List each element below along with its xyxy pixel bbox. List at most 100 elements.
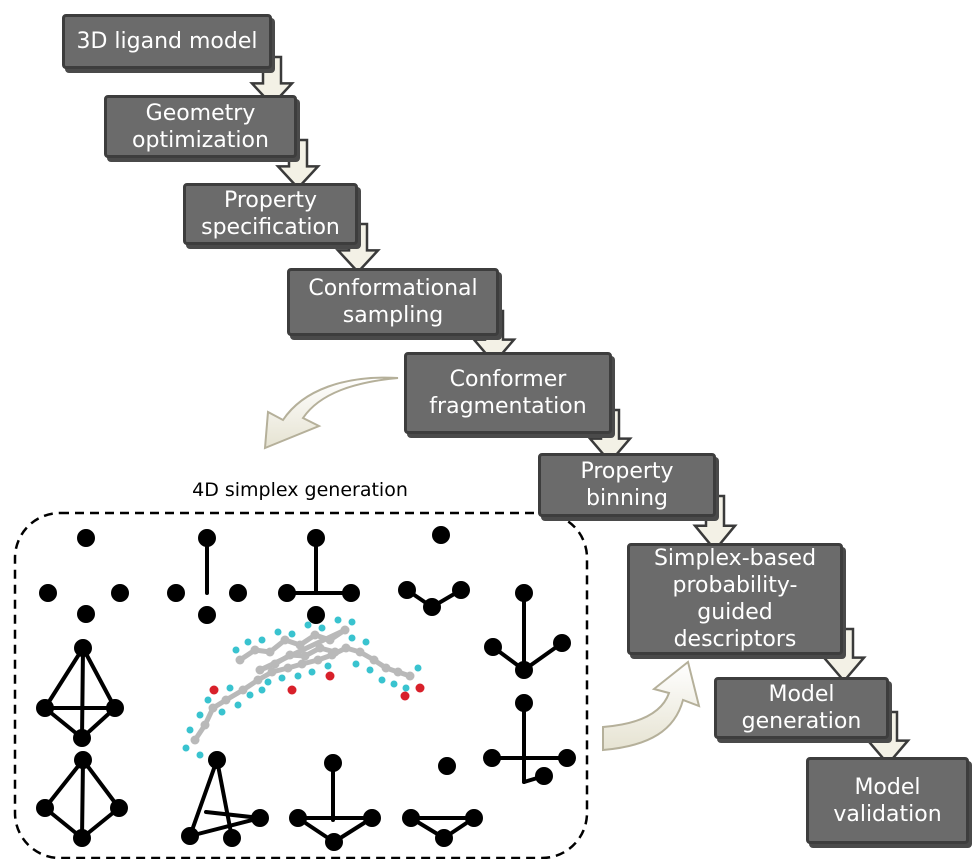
simplex-vertex [553,634,571,652]
simplex-vertex [398,581,416,599]
down-arrow-icon [692,494,738,552]
simplex-vertex [438,757,456,775]
hydrogen-atom [304,621,312,629]
simplex-vertex [515,661,533,679]
down-arrow-icon [471,309,517,365]
simplex-vertex [307,529,325,547]
simplex-vertex [484,638,502,656]
down-arrow-icon [587,408,633,464]
step-simplex-descriptors: Simplex-based probability- guided descri… [627,543,843,655]
hydrogen-atom [348,634,356,642]
simplex-vertex [77,605,95,623]
down-arrow-icon [865,710,911,766]
step-property-binning: Property binning [538,453,716,517]
hydrogen-atom [246,691,254,699]
step-label: Conformer fragmentation [429,367,587,419]
oxygen-atom [287,685,297,695]
carbon-atom [283,663,293,673]
simplex-vertex [435,829,453,847]
simplex-edge [188,758,219,838]
simplex-vertex [198,529,216,547]
simplex-vertex [325,833,343,851]
carbon-atom [300,651,310,661]
carbon-atom [190,735,200,745]
hydrogen-atom [362,638,370,646]
hydrogen-atom [352,660,360,668]
hydrogen-atom [334,616,342,624]
hydrogen-atom [264,678,272,686]
simplex-edge [43,758,85,810]
step-conformer-fragmentation: Conformer fragmentation [404,352,612,434]
hydrogen-atom [324,662,332,670]
hydrogen-atom [318,624,326,632]
simplex-edge [81,646,117,710]
hydrogen-atom [348,618,356,626]
simplex-vertex [324,754,342,772]
simplex-vertex [483,749,501,767]
step-property-specification: Property specification [183,183,358,245]
hydrogen-atom [366,666,374,674]
simplex-vertex [535,767,553,785]
step-label: Simplex-based probability- guided descri… [653,546,817,652]
simplex-vertex [342,584,360,602]
hydrogen-atom [226,684,234,692]
simplex-vertex [278,584,296,602]
carbon-atom [381,663,391,673]
carbon-atom [255,665,265,675]
simplex-edge [80,646,85,740]
hydrogen-atom [308,668,316,676]
simplex-vertex [558,749,576,767]
simplex-panel-border [13,511,589,859]
simplex-vertex [74,751,92,769]
step-label: Geometry optimization [132,100,269,153]
hydrogen-atom [196,711,204,719]
step-label: Property specification [201,188,340,240]
simplex-vertex [181,827,199,845]
simplex-vertex [452,581,470,599]
carbon-atom [297,659,307,669]
carbon-atom [238,685,248,695]
hydrogen-atom [258,636,266,644]
carbon-atom [235,655,245,665]
step-conformational-sampling: Conformational sampling [287,268,499,336]
hydrogen-atom [390,680,398,688]
simplex-vertex [515,694,533,712]
step-model-generation: Model generation [714,677,889,739]
hydrogen-atom [278,674,286,682]
simplex-edge [80,758,85,840]
simplex-vertex [229,584,247,602]
hydrogen-atom [414,664,422,672]
carbon-atom [369,655,379,665]
simplex-panel-title: 4D simplex generation [192,479,408,501]
simplex-vertex [111,584,129,602]
simplex-vertex [36,699,54,717]
simplex-vertex [77,529,95,547]
simplex-vertex [223,829,241,847]
carbon-atom [310,630,320,640]
carbon-atom [253,675,263,685]
hydrogen-atom [234,701,242,709]
carbon-atom [315,643,325,653]
simplex-vertex [208,751,226,769]
step-3d-ligand-model: 3D ligand model [62,14,272,69]
hydrogen-atom [186,726,194,734]
down-arrow-icon [335,222,381,274]
simplex-vertex [167,584,185,602]
simplex-vertex [73,829,91,847]
carbon-atom [355,647,365,657]
hydrogen-atom [244,638,252,646]
down-arrow-icon [249,55,295,107]
simplex-vertex [515,584,533,602]
step-label: Model validation [833,774,942,827]
oxygen-atom [325,671,335,681]
down-arrow-icon [821,627,867,683]
oxygen-atom [209,685,219,695]
hydrogen-atom [258,686,266,694]
simplex-vertex [39,584,57,602]
step-geometry-optimization: Geometry optimization [104,95,297,158]
simplex-vertex [423,598,441,616]
hydrogen-atom [232,646,240,654]
hydrogen-atom [274,628,282,636]
curved-arrow-right [602,660,701,752]
